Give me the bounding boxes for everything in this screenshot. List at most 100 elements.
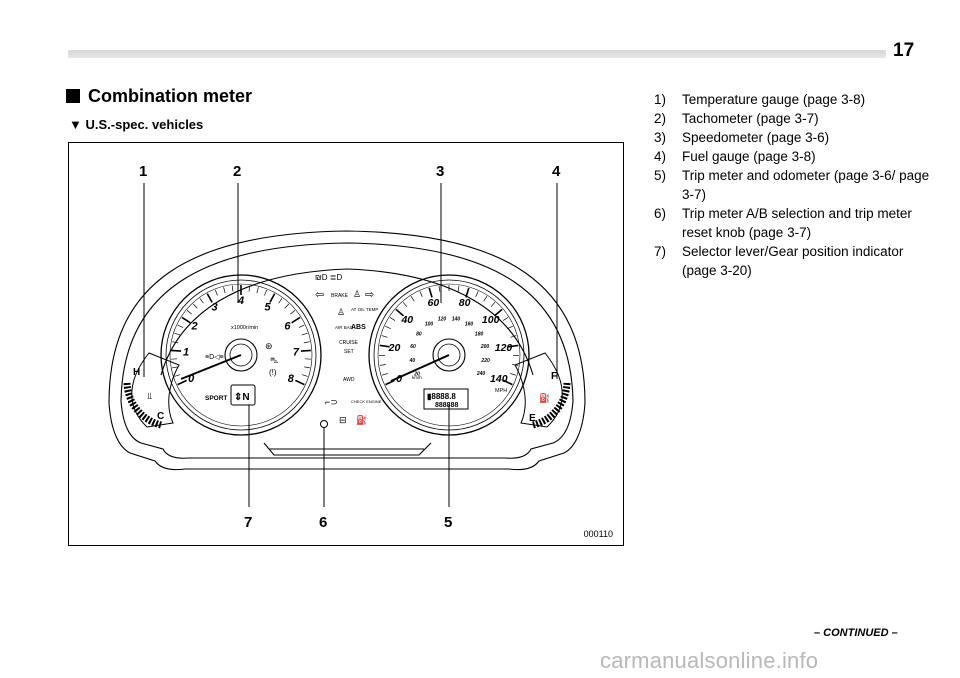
mph-number: 0 bbox=[396, 373, 402, 385]
dial-tick bbox=[269, 293, 276, 303]
dial-tick bbox=[172, 341, 179, 344]
dial-tick bbox=[410, 296, 415, 302]
dial-tick bbox=[475, 291, 479, 297]
tire-pressure-icon: (!) bbox=[269, 368, 277, 377]
component-legend: 1) Temperature gauge (page 3-8) 2)Tachome… bbox=[654, 90, 934, 280]
legend-item: 2)Tachometer (page 3-7) bbox=[654, 109, 934, 128]
tach-number: 3 bbox=[211, 302, 217, 314]
legend-text: Fuel gauge (page 3-8) bbox=[682, 149, 816, 164]
dial-tick bbox=[465, 287, 470, 298]
tach-ticks bbox=[171, 285, 311, 386]
triangle-bullet-icon: ▼ bbox=[69, 117, 86, 132]
dial-tick bbox=[301, 332, 308, 336]
dial-tick bbox=[248, 285, 251, 292]
kmh-number: 40 bbox=[409, 358, 416, 364]
fuel-low-icon: ⛽ bbox=[356, 414, 367, 425]
dial-tick bbox=[301, 374, 308, 377]
tach-number: 4 bbox=[237, 295, 244, 307]
legend-item: 7)Selector lever/Gear position indicator… bbox=[654, 242, 934, 280]
tach-number: 1 bbox=[183, 346, 189, 358]
legend-item: 5)Trip meter and odometer (page 3-6/ pag… bbox=[654, 166, 934, 204]
callout-2: 2 bbox=[233, 163, 241, 180]
dial-tick bbox=[177, 379, 187, 386]
mph-number: 140 bbox=[490, 373, 508, 385]
kmh-number: 240 bbox=[476, 371, 486, 377]
legend-number: 4) bbox=[654, 149, 667, 164]
figure-code: 000110 bbox=[583, 529, 613, 539]
dial-tick bbox=[381, 335, 388, 338]
kmh-number: 220 bbox=[480, 358, 490, 364]
coolant-temp-icon: ⫫ bbox=[146, 391, 152, 401]
dial-tick bbox=[192, 303, 198, 309]
legend-number: 2) bbox=[654, 111, 667, 126]
kmh-number: 60 bbox=[410, 344, 416, 350]
mph-number: 40 bbox=[400, 314, 413, 326]
mph-number: 100 bbox=[482, 314, 500, 326]
dial-tick bbox=[508, 344, 519, 348]
legend-number: 7) bbox=[654, 244, 667, 259]
legend-text: Trip meter and odometer (page 3-6/ page … bbox=[682, 168, 930, 202]
kmh-number: 140 bbox=[452, 316, 461, 322]
dial-tick bbox=[438, 285, 441, 292]
tach-number: 6 bbox=[284, 320, 291, 332]
fuel-full-label: F bbox=[551, 371, 557, 382]
dial-tick bbox=[510, 373, 517, 376]
callout-4: 4 bbox=[552, 163, 561, 180]
dial-tick bbox=[214, 289, 218, 296]
legend-number: 1) bbox=[654, 92, 667, 107]
dial-tick bbox=[186, 310, 192, 315]
cruise-indicator: CRUISE bbox=[339, 340, 359, 346]
dial-tick bbox=[490, 301, 496, 308]
speed-ticks bbox=[379, 285, 519, 386]
dial-tick bbox=[493, 308, 503, 317]
tach-number: 2 bbox=[191, 320, 198, 332]
legend-number: 3) bbox=[654, 130, 667, 145]
awd-indicator: AWD bbox=[343, 377, 355, 383]
dial-tick bbox=[295, 379, 305, 386]
dial-tick bbox=[483, 296, 488, 302]
dial-tick bbox=[379, 364, 386, 366]
fuel-empty-label: E bbox=[529, 413, 536, 424]
dial-tick bbox=[181, 316, 191, 324]
dial-tick bbox=[428, 287, 433, 298]
legend-item: 4) Fuel gauge (page 3-8) bbox=[654, 147, 934, 166]
section-subtitle-text: U.S.-spec. vehicles bbox=[85, 117, 204, 132]
kmh-unit: km/h bbox=[412, 375, 422, 380]
legend-text: Trip meter A/B selection and trip meter … bbox=[682, 206, 912, 240]
dial-tick bbox=[419, 291, 423, 297]
legend-text: Temperature gauge (page 3-8) bbox=[682, 92, 866, 107]
dial-tick bbox=[389, 317, 396, 321]
page-number: 17 bbox=[893, 40, 915, 61]
dial-tick bbox=[510, 335, 517, 338]
mph-number: 80 bbox=[459, 297, 471, 309]
dial-tick bbox=[457, 285, 460, 292]
kmh-number: 160 bbox=[465, 322, 474, 328]
speedometer: 0 20 40 60 80 100 120 140 20 40 60 80 100 120 140 160 1… bbox=[368, 274, 530, 436]
watermark: carmanualsonline.info bbox=[600, 648, 819, 673]
dial-tick bbox=[381, 373, 388, 376]
check-engine-indicator: CHECK ENGINE bbox=[351, 399, 382, 404]
callout-numbers: 1 2 3 4 5 6 7 bbox=[139, 163, 561, 531]
fuel-gauge: F E ⛽ bbox=[514, 352, 571, 429]
oil-pressure-icon: ⌐⊃ bbox=[325, 397, 338, 407]
dial-tick bbox=[291, 316, 301, 324]
legend-text: Speedometer (page 3-6) bbox=[682, 130, 830, 145]
dial-tick bbox=[503, 379, 513, 386]
airbag-icon: ♙ bbox=[337, 307, 345, 317]
dial-tick bbox=[174, 374, 181, 377]
dial-tick bbox=[303, 341, 310, 344]
mph-numbers: 0 20 40 60 80 100 120 140 bbox=[388, 297, 513, 385]
temp-hot-label: H bbox=[133, 367, 140, 378]
meter-housing bbox=[108, 230, 586, 471]
kmh-number: 120 bbox=[438, 316, 447, 322]
seatbelt-icon: ♙ bbox=[353, 289, 361, 299]
temperature-gauge: H C ⫫ bbox=[123, 352, 180, 429]
airbag-indicator: AIR BAG bbox=[335, 325, 354, 330]
mph-unit: MPH bbox=[495, 388, 507, 394]
mph-number: 20 bbox=[388, 342, 401, 354]
gear-position-indicator: ⇕N bbox=[234, 392, 250, 403]
dial-tick bbox=[256, 287, 259, 294]
set-indicator: SET bbox=[344, 349, 354, 355]
